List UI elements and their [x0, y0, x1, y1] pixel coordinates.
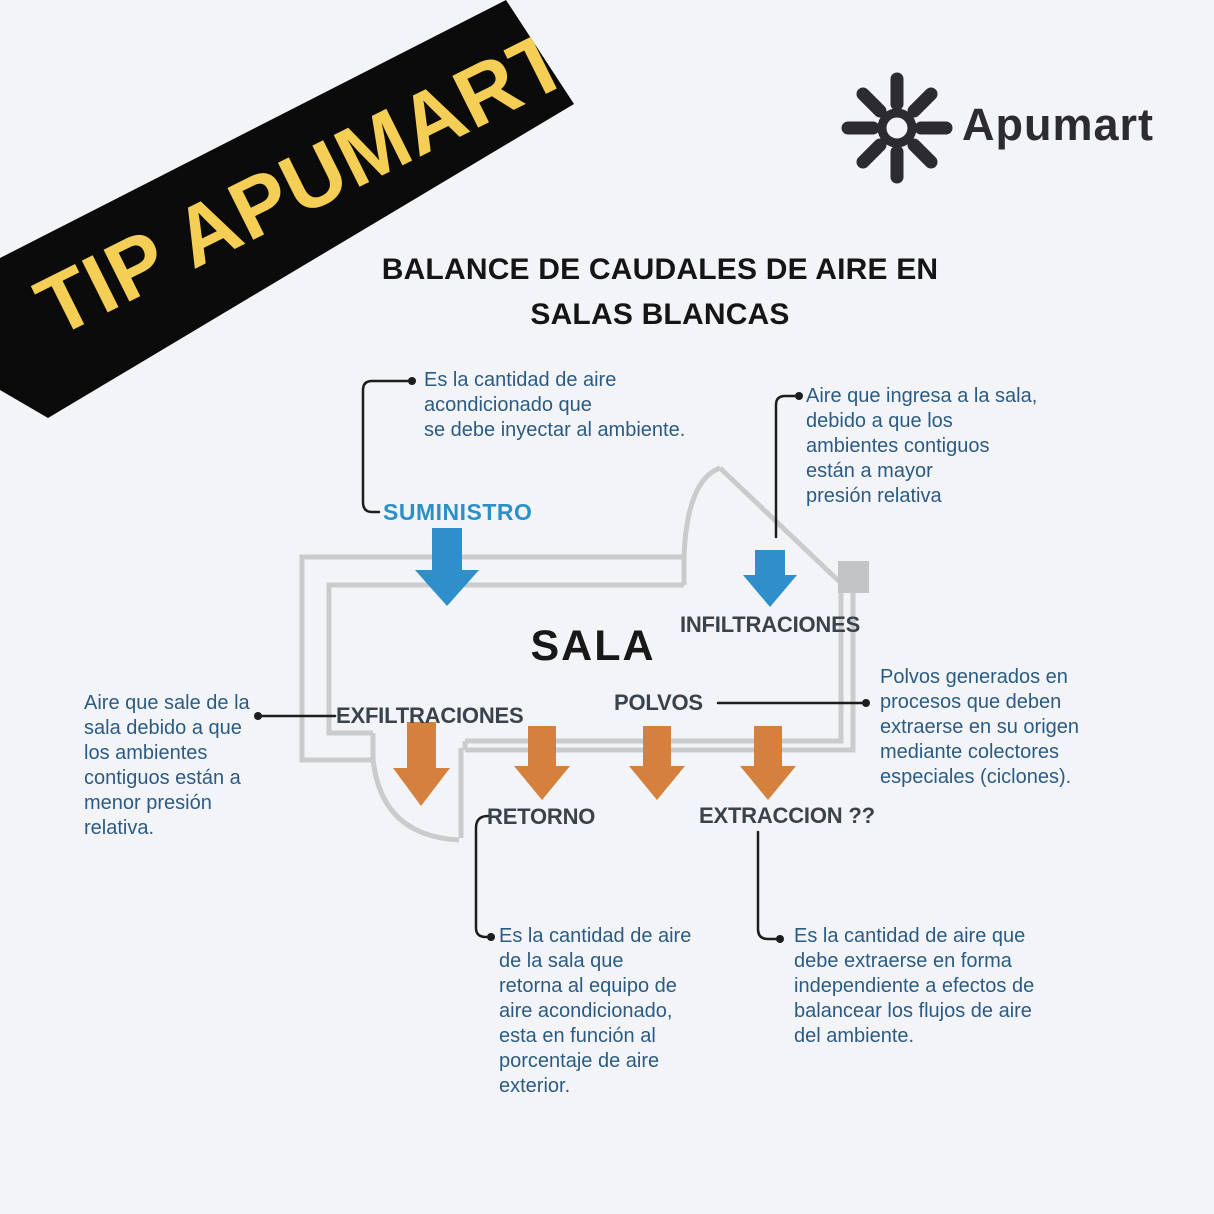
extraccion-label: EXTRACCION ?? — [699, 803, 875, 828]
polvos-arrow-icon — [629, 726, 685, 800]
exfiltraciones-arrow-icon — [393, 722, 450, 806]
asterisk-star-icon — [841, 72, 953, 184]
connector-suministro — [361, 379, 414, 514]
infiltraciones-callout: Aire que ingresa a la sala, debido a que… — [806, 385, 1038, 507]
extraccion-callout: Es la cantidad de aire que debe extraers… — [794, 925, 1035, 1047]
brand-wordmark: Apumart — [962, 99, 1155, 150]
room-wall-inner-left-top — [326, 582, 684, 736]
infiltraciones-label: INFILTRACIONES — [679, 612, 861, 637]
connector-retorno — [474, 814, 491, 939]
connector-dot — [254, 712, 262, 720]
suministro-callout: Es la cantidad de aire acondicionado que… — [424, 369, 686, 441]
connector-dot — [487, 933, 495, 941]
connector-infiltraciones — [774, 394, 801, 539]
connector-extraccion — [756, 830, 780, 941]
door-leaf-top — [718, 466, 846, 588]
room-wall-inner-right-bottom — [465, 593, 844, 744]
retorno-label: RETORNO — [487, 804, 596, 829]
connector-dot — [795, 392, 803, 400]
page-title-line2: SALAS BLANCAS — [530, 298, 790, 331]
wall-post-square — [838, 561, 869, 593]
door-swing-arc-top — [681, 465, 722, 558]
retorno-callout: Es la cantidad de aire de la sala que re… — [499, 925, 692, 1097]
polvos-label: POLVOS — [614, 690, 703, 715]
suministro-arrow-icon — [415, 528, 479, 606]
infiltraciones-arrow-icon — [743, 550, 797, 607]
connector-dot — [862, 699, 870, 707]
extraccion-arrow-icon — [740, 726, 796, 800]
room-wall-outer-left-top — [299, 554, 684, 763]
connector-dot — [408, 377, 416, 385]
room-wall-outer-right-bottom — [465, 593, 856, 753]
polvos-callout: Polvos generados en procesos que deben e… — [880, 666, 1080, 788]
room-label: SALA — [530, 622, 656, 670]
page-title: BALANCE DE CAUDALES DE AIRE EN SALAS BLA… — [300, 247, 1020, 337]
suministro-label: SUMINISTRO — [383, 499, 533, 525]
connector-dot — [776, 935, 784, 943]
page-title-line1: BALANCE DE CAUDALES DE AIRE EN — [381, 253, 939, 286]
door-swing-arc-bottom — [370, 758, 460, 843]
exfiltraciones-label: EXFILTRACIONES — [336, 703, 524, 728]
exfiltraciones-callout: Aire que sale de la sala debido a que lo… — [84, 692, 250, 839]
retorno-arrow-icon — [514, 726, 570, 800]
